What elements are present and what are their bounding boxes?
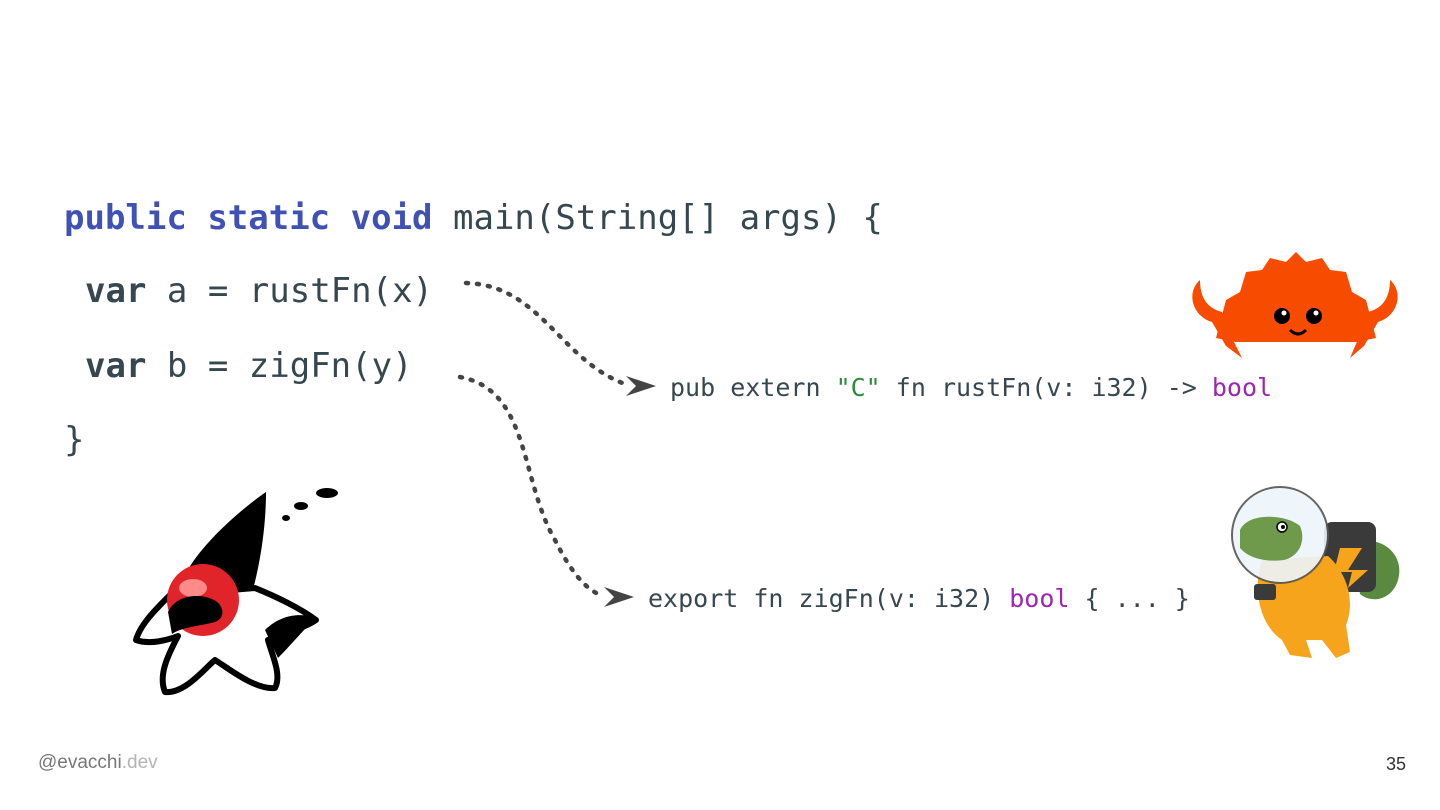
footer-handle-tld: .dev	[121, 752, 158, 773]
footer-handle-name: @evacchi	[38, 752, 122, 773]
zig-decl-signature: export fn zigFn(v: i32)	[648, 584, 1010, 613]
code-line-closing-brace: }	[64, 420, 85, 460]
keyword-var-a: var	[85, 271, 147, 311]
code-line-main: public static void main(String[] args) {	[64, 198, 883, 238]
footer-handle: @evacchi.dev	[38, 752, 158, 774]
main-signature: main(String[] args) {	[453, 198, 883, 238]
arrow-head-zig	[604, 587, 634, 607]
var-a-expression: a = rustFn(x)	[166, 271, 434, 311]
keyword-static: static	[207, 198, 331, 238]
zig-decl-return-type: bool	[1009, 584, 1070, 613]
code-line-var-b: var b = zigFn(y)	[85, 346, 413, 386]
zig-declaration: export fn zigFn(v: i32) bool { ... }	[648, 584, 1190, 614]
rust-decl-signature: fn rustFn(v: i32) ->	[880, 373, 1212, 402]
arrow-to-rust	[463, 280, 628, 387]
zig-decl-body: { ... }	[1069, 584, 1190, 613]
rust-decl-prefix: pub extern	[670, 373, 836, 402]
arrow-to-zig	[457, 374, 606, 599]
rust-decl-return-type: bool	[1211, 373, 1273, 402]
arrow-head-rust	[626, 376, 656, 396]
keyword-void: void	[350, 198, 433, 238]
page-number: 35	[1385, 754, 1406, 774]
keyword-public: public	[64, 198, 187, 238]
rust-declaration: pub extern "C" fn rustFn(v: i32) -> bool	[670, 373, 1272, 403]
keyword-var-b: var	[85, 346, 147, 386]
var-b-expression: b = zigFn(y)	[166, 346, 413, 386]
rust-decl-string: "C"	[835, 373, 881, 402]
code-line-var-a: var a = rustFn(x)	[85, 271, 433, 311]
